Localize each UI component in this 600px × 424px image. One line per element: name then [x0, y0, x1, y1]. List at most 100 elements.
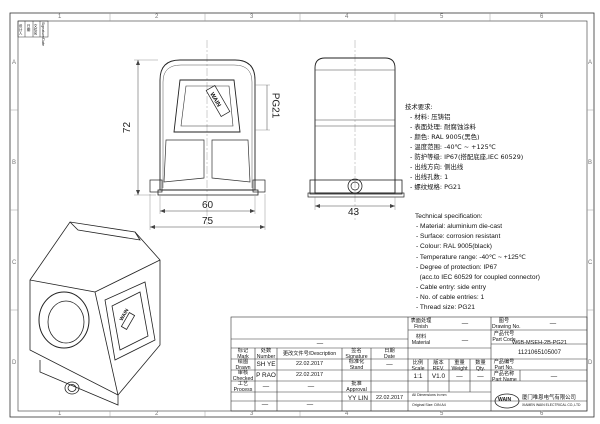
spec-cn-line-7: - 出线孔数: 1	[410, 173, 449, 181]
side-view	[307, 40, 405, 220]
finish-value: —	[461, 320, 469, 327]
spec-cn-title: 技术要求:	[405, 103, 433, 111]
grid-col-1-bottom: 1	[58, 411, 62, 417]
dim-depth: 43	[348, 207, 360, 218]
dim-thread: PG21	[269, 92, 281, 119]
material-label: 材料 Material	[411, 334, 431, 346]
side-strip-a: 设计人	[19, 24, 23, 35]
spec-cn-line-6: - 出线方向: 侧出线	[410, 163, 464, 171]
finish-label: 表面处理 Finish	[410, 318, 432, 330]
approval-blank: —	[261, 401, 269, 408]
drawn-date: 22.02.2017	[296, 361, 323, 367]
change-header: 更改文件号/Description	[282, 351, 337, 357]
company-logo-text: WAIN	[498, 397, 512, 403]
weight-value: —	[456, 373, 463, 380]
process-date-value: —	[307, 383, 315, 390]
title-block-lines	[230, 316, 588, 412]
part-no-value: 1121065105007	[518, 350, 561, 356]
side-strip-d: Signature/Date	[41, 22, 45, 46]
date-header: 日期 Date	[384, 348, 395, 360]
spec-en-line-6: (acc.to IEC 60529 for coupled connector)	[416, 274, 540, 281]
grid-row-b: B	[12, 160, 17, 166]
isometric-view	[29, 221, 161, 406]
spec-cn-line-2: - 表面处理: 耐腐蚀涂料	[410, 123, 477, 131]
grid-row-d-right: D	[588, 360, 593, 366]
approval-date: 22.02.2017	[376, 395, 403, 401]
side-strip-b: 日期	[27, 24, 31, 32]
revision-blank-value: —	[316, 340, 324, 347]
part-name-value: —	[550, 373, 558, 380]
grid-col-1: 1	[58, 14, 62, 20]
part-code-label: 产品代号 Part Code	[492, 331, 516, 343]
front-view	[134, 40, 270, 230]
spec-en-line-4: - Temperature range: -40℃ ~ +125℃	[416, 254, 526, 261]
approval-label: 批准 Approval	[346, 381, 367, 393]
grid-col-2-bottom: 2	[155, 411, 159, 417]
weight-header: 重量 Weight	[451, 360, 468, 372]
company-name-cn: 厦门唯恩电气有限公司	[522, 395, 576, 401]
part-name-label: 产品名称 Part Name	[492, 371, 517, 383]
grid-row-b-right: B	[588, 160, 593, 166]
checked-by: P RAO	[256, 372, 276, 379]
grid-col-6-bottom: 6	[540, 411, 544, 417]
grid-col-6: 6	[540, 14, 544, 20]
grid-row-a: A	[12, 60, 17, 66]
spec-cn-line-5: - 防护等级: IP67(搭配底座,IEC 60529)	[410, 153, 524, 161]
dim-height: 72	[122, 121, 134, 134]
spec-en-line-2: - Surface: corrosion resistant	[416, 233, 501, 240]
rev-header: 版本 REV.	[432, 360, 445, 372]
note-dimensions: All Dimensions in mm	[412, 393, 447, 397]
outer-border	[9, 12, 595, 418]
approval-blank-2: —	[306, 401, 314, 408]
qty-header: 数量 Qty.	[475, 360, 486, 372]
scale-value: 1:1	[413, 373, 423, 380]
rev-value: V1.0	[431, 373, 446, 380]
spec-cn-line-1: - 材料: 压铸铝	[410, 113, 451, 121]
number-header: 处数 Number	[256, 348, 276, 360]
material-value: —	[461, 337, 469, 344]
checked-label: 审核 Checked	[232, 370, 254, 382]
grid-col-3: 3	[250, 14, 254, 20]
grid-row-c: C	[12, 260, 17, 266]
spec-en-title: Technical specification:	[415, 213, 483, 220]
spec-cn-line-3: - 颜色: RAL 9005(黑色)	[410, 133, 480, 141]
approval-by: YY LIN	[347, 395, 369, 402]
scale-header: 比例 Scale	[411, 360, 425, 372]
grid-ticks	[10, 13, 594, 417]
side-strip	[17, 20, 49, 38]
spec-en-line-8: - No. of cable entries: 1	[416, 294, 485, 301]
grid-row-a-right: A	[588, 60, 593, 66]
drawn-by: SH YE	[256, 361, 276, 368]
mark-header: 标记 Mark	[237, 348, 249, 360]
company-name-en: XIAMEN WAIN ELECTRICAL CO.,LTD	[522, 403, 581, 407]
process-label: 工艺 Process	[233, 381, 253, 393]
part-code-value: W6B-MSEH-2B-PG21	[511, 340, 568, 346]
grid-col-4: 4	[345, 14, 349, 20]
dim-width-inner: 60	[202, 200, 214, 211]
spec-en-line-3: - Colour: RAL 9005(black)	[416, 243, 492, 250]
checked-date: 22.02.2017	[296, 372, 323, 378]
stand-label: 标准化 Stand	[348, 359, 365, 371]
company-logo-icon	[494, 393, 520, 409]
qty-value: —	[477, 373, 484, 380]
note-original-size: Original Size: DIN A4	[412, 403, 446, 407]
spec-en-line-7: - Cable entry: side entry	[416, 284, 486, 291]
grid-col-5: 5	[440, 14, 444, 20]
grid-col-2: 2	[155, 14, 159, 20]
spec-cn-line-4: - 温度范围: -40℃ ~ +125℃	[410, 143, 496, 151]
process-value: —	[262, 383, 270, 390]
drawn-label: 绘图 Drawn	[235, 359, 251, 371]
grid-col-4-bottom: 4	[345, 411, 349, 417]
spec-en-line-9: - Thread size: PG21	[416, 304, 475, 311]
grid-row-d: D	[12, 360, 17, 366]
drawing-no-label: 图号 Drawing No.	[492, 318, 521, 330]
grid-col-5-bottom: 5	[440, 411, 444, 417]
stand-value: —	[386, 361, 393, 368]
dim-width-outer: 75	[202, 216, 214, 227]
signature-header: 签名 Signature	[345, 348, 368, 360]
grid-col-3-bottom: 3	[250, 411, 254, 417]
grid-row-c-right: C	[588, 260, 593, 266]
drawing-no-value: —	[549, 320, 557, 327]
